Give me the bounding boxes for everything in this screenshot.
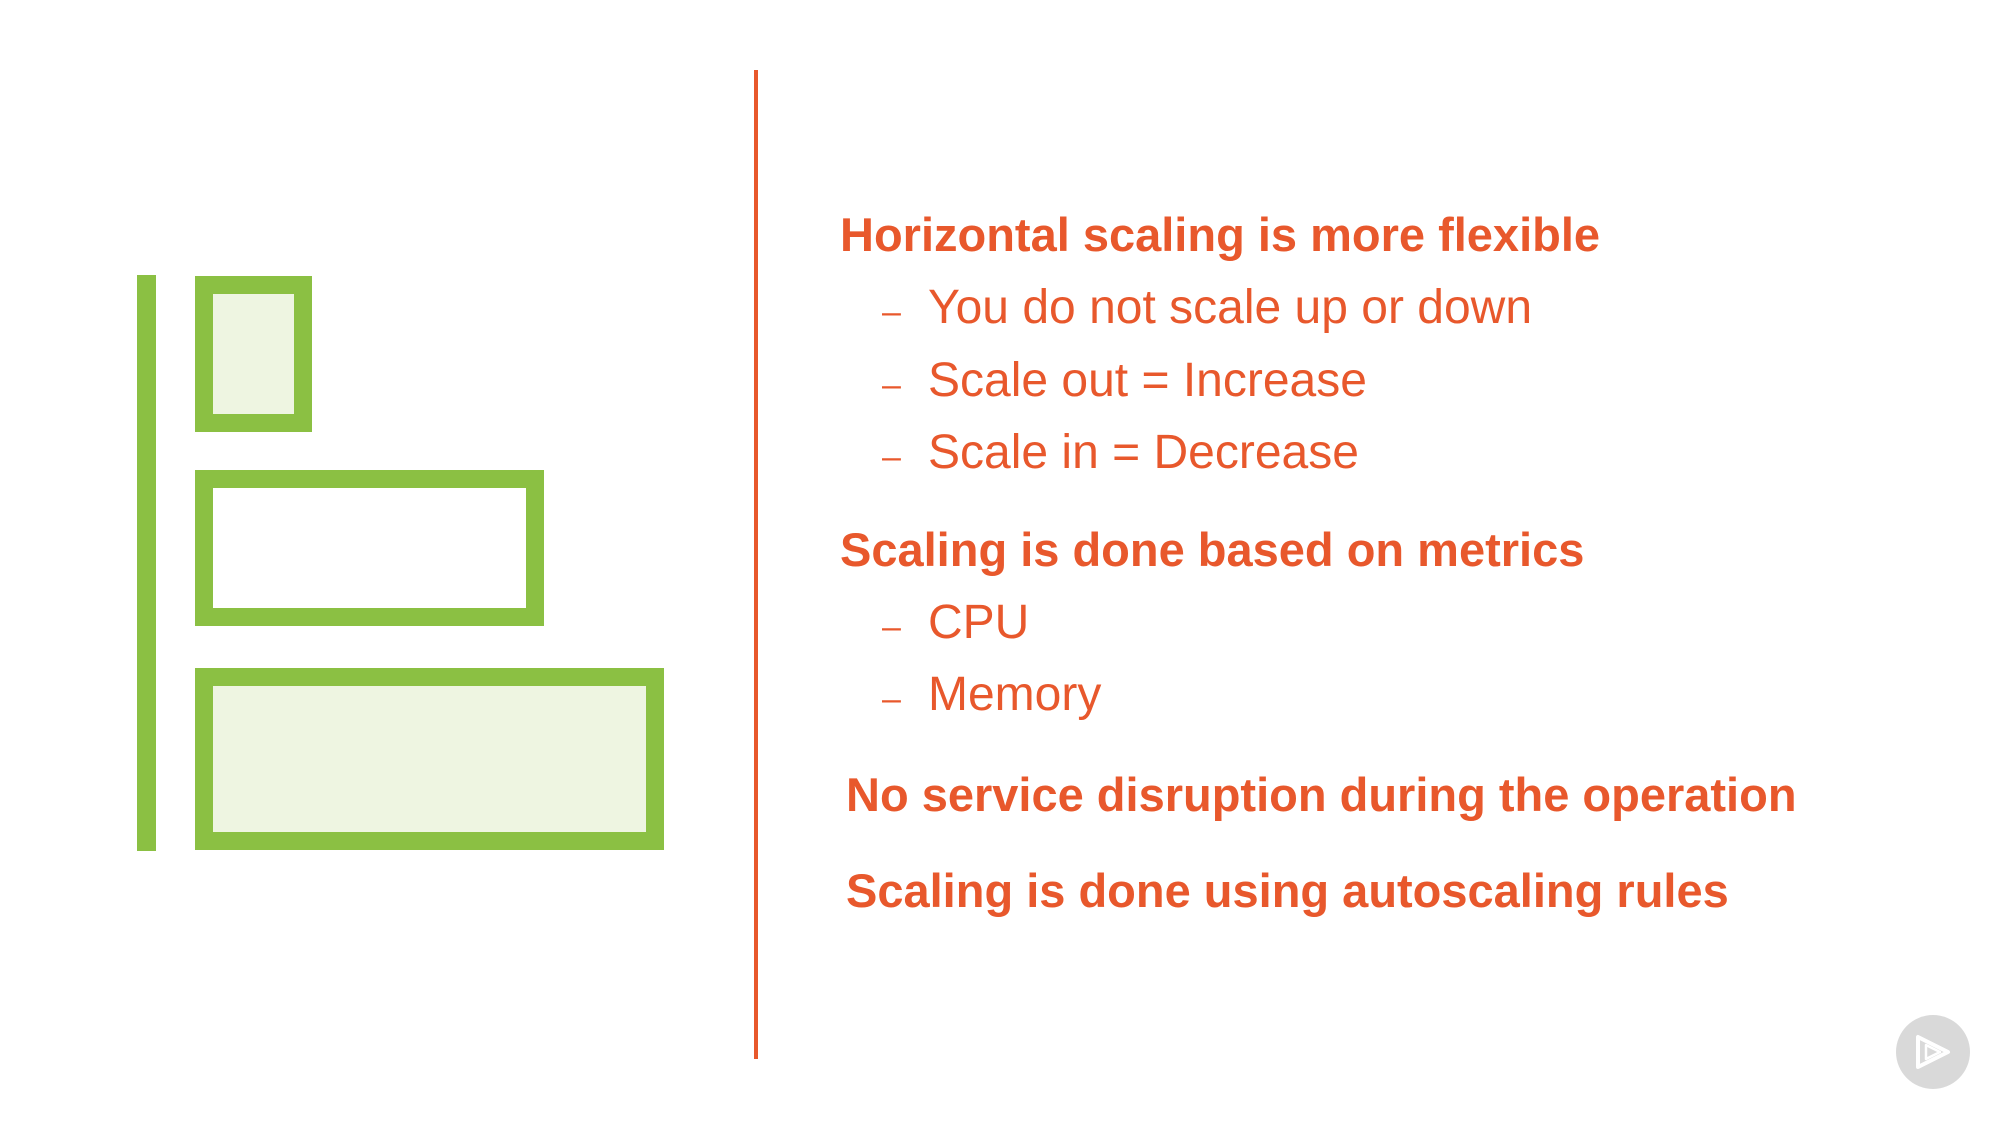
dash-marker: – <box>882 366 901 404</box>
sub-bullet: Scale in = Decrease <box>928 426 1359 479</box>
large-instance-box <box>195 668 664 850</box>
bullet-heading: No service disruption during the operati… <box>846 768 1797 821</box>
medium-instance-box <box>195 470 544 626</box>
sub-bullet: Memory <box>928 668 1102 721</box>
vertical-divider <box>754 70 758 1059</box>
dash-marker: – <box>882 680 901 718</box>
sub-bullet: Scale out = Increase <box>928 354 1367 407</box>
dash-marker: – <box>882 438 901 476</box>
bullet-heading: Horizontal scaling is more flexible <box>840 208 1601 261</box>
play-icon <box>1916 1035 1950 1069</box>
bullet-heading: Scaling is done based on metrics <box>840 523 1585 576</box>
play-button[interactable] <box>1896 1015 1970 1089</box>
bullet-heading: Scaling is done using autoscaling rules <box>846 864 1729 917</box>
scaling-axis-bar <box>137 275 156 851</box>
sub-bullet: CPU <box>928 596 1030 649</box>
sub-bullet: You do not scale up or down <box>928 281 1533 334</box>
dash-marker: – <box>882 608 901 646</box>
dash-marker: – <box>882 293 901 331</box>
small-instance-box <box>195 276 312 432</box>
